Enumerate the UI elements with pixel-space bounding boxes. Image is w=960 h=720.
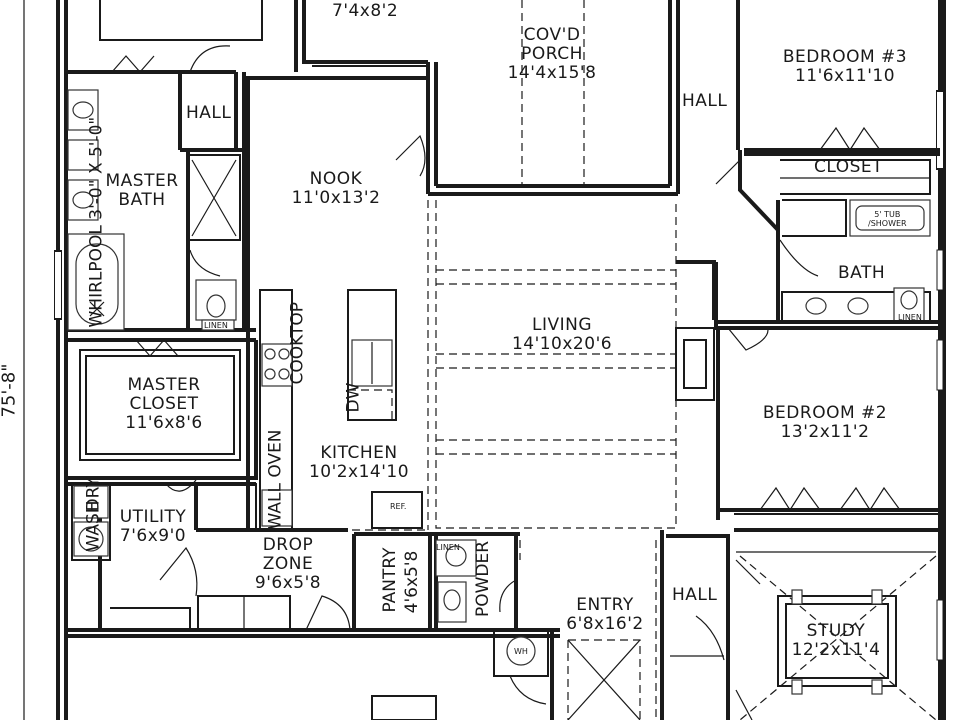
- master-closet-name-1: MASTER: [127, 375, 201, 395]
- drop-zone-name-1: DROP: [262, 535, 314, 555]
- room-hall-bottom: HALL: [672, 585, 718, 605]
- nook-size: 11'0x13'2: [291, 188, 381, 208]
- room-powder: POWDER: [473, 540, 493, 618]
- linen-label-2: LINEN: [898, 313, 922, 322]
- room-top-left-size: 7'4x8'2: [332, 1, 399, 21]
- drop-zone-name-2: ZONE: [262, 554, 314, 574]
- linen-label-1: LINEN: [204, 321, 228, 330]
- room-utility: UTILITY 7'6x9'0: [106, 508, 200, 546]
- linen-label-3: LINEN: [436, 543, 460, 552]
- kitchen-size: 10'2x14'10: [308, 462, 410, 482]
- exterior-walls: [54, 0, 946, 720]
- room-pantry-size: 4'6x5'8: [402, 550, 422, 614]
- cooktop-label: COOKTOP: [287, 302, 308, 385]
- living-lines: [435, 200, 716, 529]
- drop-zone-size: 9'6x5'8: [254, 573, 322, 593]
- bedroom3-name: BEDROOM #3: [782, 47, 908, 67]
- overall-dimension: 75'-8": [0, 363, 20, 418]
- study-name: STUDY: [806, 621, 866, 641]
- entry-name: ENTRY: [576, 595, 634, 615]
- master-bath-name-2: BATH: [118, 190, 166, 210]
- study-walls: [734, 528, 940, 720]
- dw-label: DW: [343, 382, 364, 413]
- room-entry: ENTRY 6'8x16'2: [560, 596, 650, 634]
- living-name: LIVING: [531, 315, 593, 335]
- room-kitchen: KITCHEN 10'2x14'10: [306, 444, 412, 482]
- master-bath-fixtures: [67, 89, 237, 331]
- room-nook: NOOK 11'0x13'2: [290, 170, 382, 208]
- top-middle-walls: [302, 0, 680, 196]
- room-porch: COV'D PORCH 14'4x15'8: [502, 26, 602, 83]
- room-study: STUDY 12'2x11'4: [784, 622, 888, 660]
- master-closet-name-2: CLOSET: [129, 394, 199, 414]
- porch-size: 14'4x15'8: [507, 63, 597, 83]
- utility-size: 7'6x9'0: [119, 526, 187, 546]
- kitchen-name: KITCHEN: [320, 443, 398, 463]
- bedroom3-size: 11'6x11'10: [794, 66, 896, 86]
- whirlpool-label: WHIRLPOOL 3'-0" X 5'-0": [86, 116, 107, 328]
- room-hall-right: HALL: [682, 91, 728, 111]
- tub-label-1: 5' TUB: [874, 210, 901, 219]
- porch-name-1: COV'D: [523, 25, 581, 45]
- room-pantry-name: PANTRY: [380, 547, 400, 613]
- room-drop-zone: DROP ZONE 9'6x5'8: [244, 536, 332, 593]
- bedroom-walls: [714, 0, 941, 528]
- master-closet-size: 11'6x8'6: [125, 413, 203, 433]
- washer-label: WASH: [83, 500, 104, 552]
- oven-label: WALL OVEN: [265, 429, 286, 530]
- living-size: 14'10x20'6: [511, 334, 613, 354]
- bedroom2-size: 13'2x11'2: [780, 422, 870, 442]
- bedroom2-name: BEDROOM #2: [762, 403, 888, 423]
- room-master-bath: MASTER BATH: [96, 172, 188, 210]
- entry-size: 6'8x16'2: [566, 614, 644, 634]
- room-living: LIVING 14'10x20'6: [506, 316, 618, 354]
- room-bedroom-3: BEDROOM #3 11'6x11'10: [772, 48, 918, 86]
- wh-label: WH: [514, 647, 528, 656]
- room-master-closet: MASTER CLOSET 11'6x8'6: [112, 376, 216, 433]
- bottom-rooms-walls: [66, 479, 730, 720]
- room-bedroom-2: BEDROOM #2 13'2x11'2: [752, 404, 898, 442]
- nook-name: NOOK: [309, 169, 363, 189]
- porch-name-2: PORCH: [521, 44, 583, 64]
- master-bath-name-1: MASTER: [105, 171, 179, 191]
- room-hall-left: HALL: [186, 103, 232, 123]
- ref-label: REF.: [390, 502, 407, 511]
- kitchen-walls: [244, 76, 429, 531]
- room-closet: CLOSET: [814, 157, 884, 177]
- study-size: 12'2x11'4: [791, 640, 881, 660]
- room-bath: BATH: [838, 263, 886, 283]
- tub-shower-label: 5' TUB /SHOWER: [868, 210, 907, 228]
- tub-label-2: /SHOWER: [868, 219, 907, 228]
- utility-name: UTILITY: [119, 507, 187, 527]
